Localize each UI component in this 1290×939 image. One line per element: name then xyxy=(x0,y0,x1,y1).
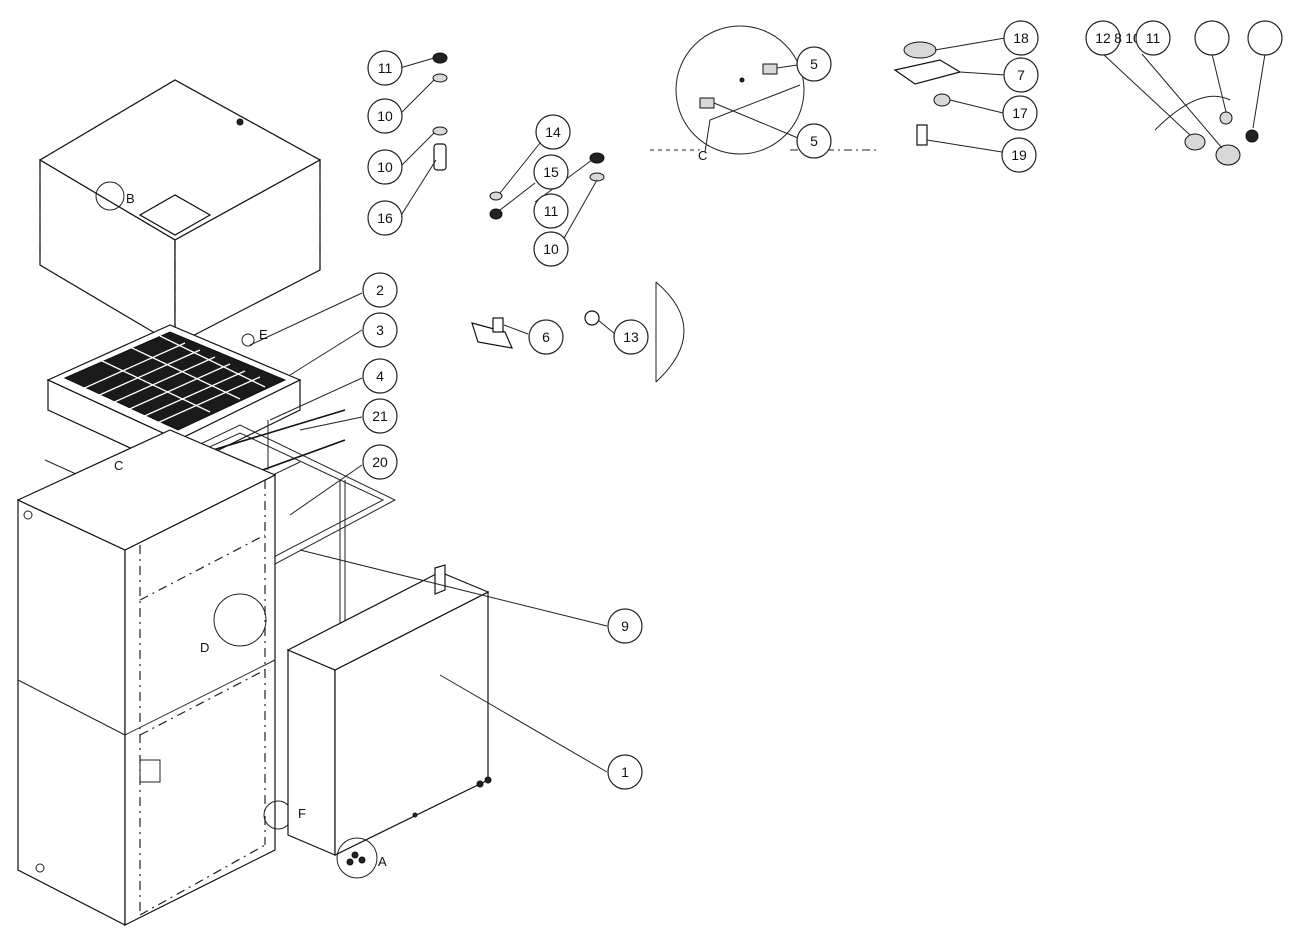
svg-text:4: 4 xyxy=(376,368,384,384)
callout-1: 1 xyxy=(607,754,643,790)
detail-label-F: F xyxy=(298,806,306,821)
svg-text:7: 7 xyxy=(1017,67,1025,83)
svg-text:13: 13 xyxy=(623,329,639,345)
svg-text:16: 16 xyxy=(377,210,393,226)
svg-text:11: 11 xyxy=(1146,30,1161,46)
svg-text:5: 5 xyxy=(810,56,818,72)
svg-text:15: 15 xyxy=(543,164,559,180)
callout-4: 4 xyxy=(362,358,398,394)
callout-11-right: 11 xyxy=(1135,20,1171,56)
callout-13: 13 xyxy=(613,319,649,355)
callout-2: 2 xyxy=(362,272,398,308)
svg-text:1: 1 xyxy=(621,764,629,780)
callout-11-top: 11 xyxy=(367,50,403,86)
callout-16: 16 xyxy=(367,200,403,236)
svg-text:10: 10 xyxy=(377,159,393,175)
side-panel xyxy=(286,564,492,879)
svg-text:18: 18 xyxy=(1013,30,1029,46)
svg-text:6: 6 xyxy=(542,329,550,345)
svg-text:14: 14 xyxy=(545,124,561,140)
svg-text:5: 5 xyxy=(810,133,818,149)
callout-5-lower: 5 xyxy=(796,123,832,159)
detail-letters: B E C C D F A xyxy=(114,148,707,869)
detail-label-E: E xyxy=(259,327,268,342)
svg-text:9: 9 xyxy=(621,618,629,634)
callout-5-upper: 5 xyxy=(796,46,832,82)
callout-6: 6 xyxy=(528,319,564,355)
detail-label-D: D xyxy=(200,640,209,655)
callout-blank-b xyxy=(1247,20,1283,56)
callout-20: 20 xyxy=(362,444,398,480)
callout-8: 8 xyxy=(1114,30,1122,46)
svg-text:8: 8 xyxy=(1114,30,1122,46)
svg-text:11: 11 xyxy=(544,203,559,219)
svg-text:20: 20 xyxy=(372,454,388,470)
svg-text:19: 19 xyxy=(1011,147,1027,163)
detail-label-B: B xyxy=(126,191,135,206)
callout-17: 17 xyxy=(1002,95,1038,131)
lower-cabinet xyxy=(16,429,293,926)
callout-21: 21 xyxy=(362,398,398,434)
callout-3: 3 xyxy=(362,312,398,348)
detail-label-C: C xyxy=(114,458,123,473)
callout-9: 9 xyxy=(607,608,643,644)
detail-label-C-zoom: C xyxy=(698,148,707,163)
svg-text:21: 21 xyxy=(372,408,388,424)
small-hardware xyxy=(432,25,1259,383)
callout-blank-a xyxy=(1194,20,1230,56)
callout-10-low: 10 xyxy=(533,231,569,267)
svg-text:2: 2 xyxy=(376,282,384,298)
svg-text:10: 10 xyxy=(543,241,559,257)
callout-10-top: 10 xyxy=(367,98,403,134)
callout-15: 15 xyxy=(533,154,569,190)
svg-text:3: 3 xyxy=(376,322,384,338)
callout-7: 7 xyxy=(1003,57,1039,93)
svg-text:17: 17 xyxy=(1012,105,1028,121)
svg-text:12: 12 xyxy=(1095,30,1111,46)
callout-19: 19 xyxy=(1001,137,1037,173)
callout-18: 18 xyxy=(1003,20,1039,56)
detail-label-A: A xyxy=(378,854,387,869)
hopper-box xyxy=(38,79,322,347)
callout-10-mid: 10 xyxy=(367,149,403,185)
svg-text:10: 10 xyxy=(377,108,393,124)
callout-12: 12 xyxy=(1085,20,1121,56)
callout-bubbles: 11 10 10 16 14 15 11 10 5 5 18 7 17 19 1… xyxy=(362,20,1283,790)
svg-text:11: 11 xyxy=(378,60,393,76)
callout-14: 14 xyxy=(535,114,571,150)
callout-11-mid: 11 xyxy=(533,193,569,229)
